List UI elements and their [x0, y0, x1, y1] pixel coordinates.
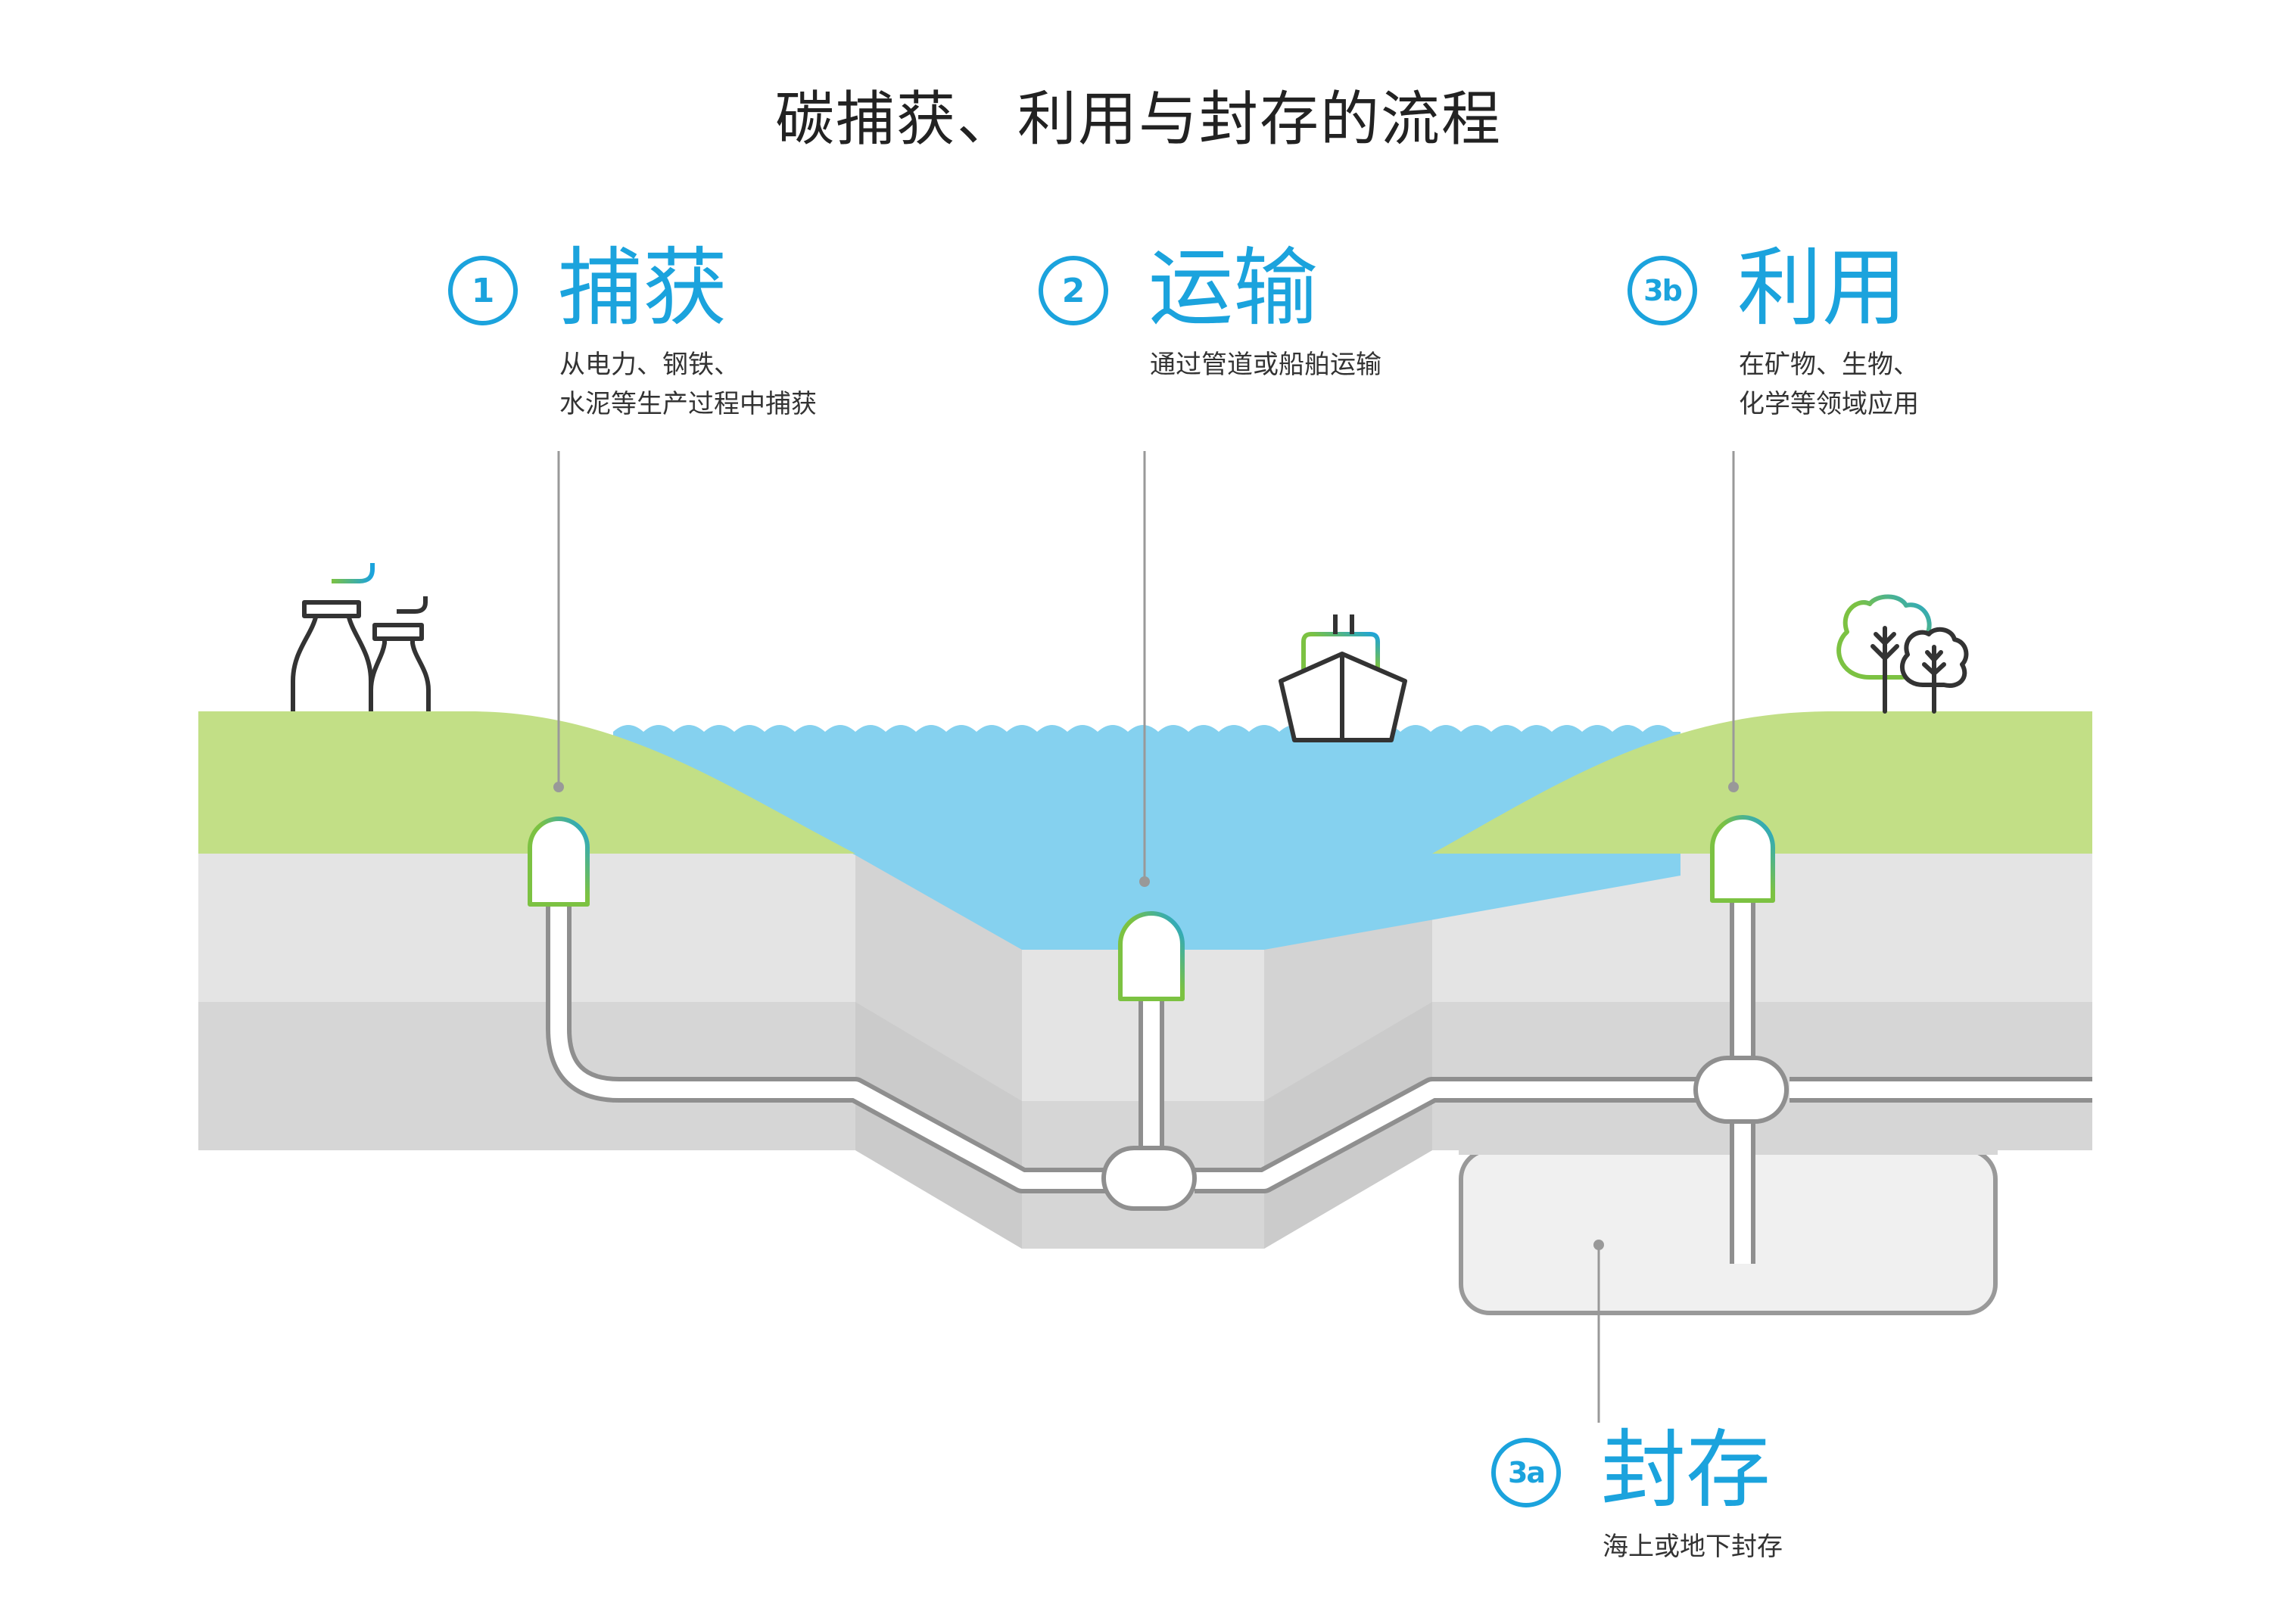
step-description: 在矿物、生物、 化学等领域应用	[1739, 345, 1919, 424]
land-left	[198, 711, 855, 854]
station-capsule-utilization	[1710, 815, 1775, 903]
storage-reservoir	[1459, 1148, 1998, 1315]
step-heading: 运输	[1148, 239, 1318, 338]
factory-chimneys-icon	[291, 563, 431, 711]
step-number-badge: 3a	[1491, 1438, 1561, 1507]
step-number-badge: 2	[1039, 256, 1108, 325]
station-capsule-capture	[528, 817, 590, 907]
step-description-line: 在矿物、生物、	[1739, 350, 1919, 380]
step-description-line: 化学等领域应用	[1739, 389, 1919, 419]
pipe-junction-transport	[1101, 1146, 1197, 1211]
step-description-line: 水泥等生产过程中捕获	[559, 389, 817, 419]
land-right	[1432, 711, 2092, 854]
station-capsule-transport	[1118, 911, 1185, 1001]
step-heading: 捕获	[558, 239, 727, 338]
step-number-badge: 3b	[1628, 256, 1697, 325]
cargo-ship-icon	[1279, 614, 1407, 742]
step-description-line: 通过管道或船舶运输	[1150, 350, 1381, 380]
pipe-junction-storage	[1693, 1056, 1789, 1124]
co2-pipeline	[546, 901, 2092, 1264]
leader-lines	[557, 451, 1735, 1423]
step-heading: 利用	[1737, 239, 1907, 338]
step-number-badge: 1	[448, 256, 518, 325]
step-description: 通过管道或船舶运输	[1150, 345, 1381, 384]
page-title: 碳捕获、利用与封存的流程	[774, 86, 1502, 154]
step-description: 从电力、钢铁、 水泥等生产过程中捕获	[559, 345, 817, 424]
step-description-line: 从电力、钢铁、	[559, 350, 740, 380]
step-description-line: 海上或地下封存	[1603, 1532, 1783, 1562]
step-description: 海上或地下封存	[1603, 1527, 1783, 1566]
trees-icon	[1836, 594, 1969, 714]
step-heading: 封存	[1601, 1421, 1771, 1520]
